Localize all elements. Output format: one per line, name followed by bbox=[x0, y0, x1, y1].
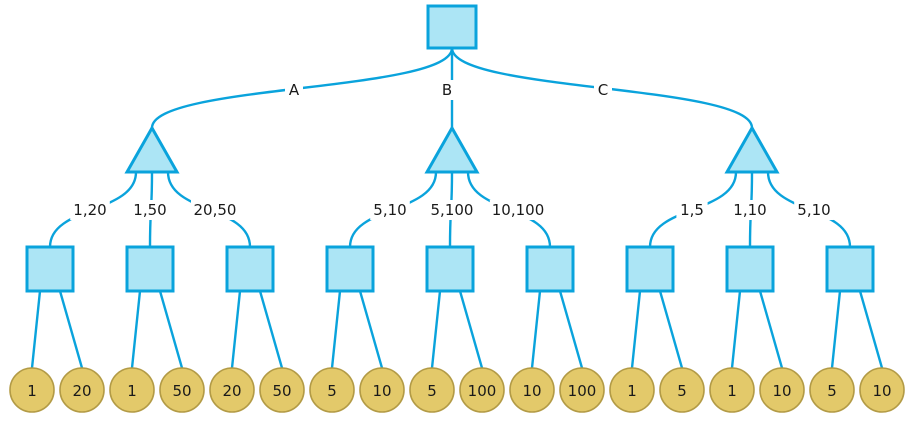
leaf-label-0-0-1: 20 bbox=[72, 382, 91, 400]
leaf-label-0-2-0: 20 bbox=[222, 382, 241, 400]
inner-edge-label-bg-1-2 bbox=[489, 200, 547, 220]
edge-box-to-leaf-2-2-1 bbox=[858, 289, 884, 370]
edge-box-to-leaf-2-1-0 bbox=[730, 289, 742, 370]
leaf-node-2-0-1[interactable] bbox=[659, 367, 705, 413]
edge-box-to-leaf-1-0-0 bbox=[330, 289, 342, 370]
leaf-label-1-0-1: 10 bbox=[372, 382, 391, 400]
edge-box-to-leaf-2-1-1 bbox=[758, 289, 784, 370]
edge-box-to-leaf-2-0-0 bbox=[630, 289, 642, 370]
inner-node-2-2[interactable] bbox=[825, 245, 875, 293]
leaf-label-0-0-0: 1 bbox=[27, 382, 37, 400]
leaf-node-0-1-1[interactable] bbox=[159, 367, 205, 413]
edge-box-to-leaf-1-1-1 bbox=[458, 289, 484, 370]
leaf-label-1-1-1: 100 bbox=[468, 382, 497, 400]
inner-node-1-1[interactable] bbox=[425, 245, 475, 293]
leaf-node-1-2-1[interactable] bbox=[559, 367, 605, 413]
inner-edge-label-1-2: 10,100 bbox=[492, 201, 545, 219]
edge-box-to-leaf-0-0-1 bbox=[58, 289, 84, 370]
inner-node-0-2[interactable] bbox=[225, 245, 275, 293]
edge-box-to-leaf-2-2-0 bbox=[830, 289, 842, 370]
edge-box-to-leaf-1-2-0 bbox=[530, 289, 542, 370]
leaf-label-0-2-1: 50 bbox=[272, 382, 291, 400]
inner-edge-label-0-2: 20,50 bbox=[194, 201, 237, 219]
root-node[interactable] bbox=[426, 4, 478, 50]
edge-box-to-leaf-1-1-0 bbox=[430, 289, 442, 370]
inner-edge-label-0-1: 1,50 bbox=[133, 201, 166, 219]
edge-box-to-leaf-1-2-1 bbox=[558, 289, 584, 370]
inner-node-0-1[interactable] bbox=[125, 245, 175, 293]
leaf-label-0-1-0: 1 bbox=[127, 382, 137, 400]
inner-edge-label-bg-2-1 bbox=[730, 200, 770, 220]
leaf-node-2-2-0[interactable] bbox=[809, 367, 855, 413]
branch-label-bg-A bbox=[285, 80, 303, 100]
branch-edge-label-B: B bbox=[442, 81, 452, 99]
branch-label-bg-B bbox=[438, 80, 456, 100]
inner-node-0-0[interactable] bbox=[25, 245, 75, 293]
inner-edge-label-2-1: 1,10 bbox=[733, 201, 766, 219]
leaf-node-1-1-1[interactable] bbox=[459, 367, 505, 413]
edge-box-to-leaf-0-2-0 bbox=[230, 289, 242, 370]
branch-node-B[interactable] bbox=[424, 124, 480, 174]
leaf-label-1-2-0: 10 bbox=[522, 382, 541, 400]
leaf-label-2-1-0: 1 bbox=[727, 382, 737, 400]
leaf-node-0-0-0[interactable] bbox=[9, 367, 55, 413]
leaf-node-2-2-1[interactable] bbox=[859, 367, 905, 413]
inner-edge-label-2-2: 5,10 bbox=[797, 201, 830, 219]
leaf-label-2-2-1: 10 bbox=[872, 382, 891, 400]
inner-edge-label-bg-2-0 bbox=[676, 200, 708, 220]
node-layer bbox=[9, 4, 905, 413]
leaf-label-0-1-1: 50 bbox=[172, 382, 191, 400]
branch-edge-label-C: C bbox=[598, 81, 608, 99]
edge-box-to-leaf-0-1-1 bbox=[158, 289, 184, 370]
inner-node-2-0[interactable] bbox=[625, 245, 675, 293]
leaf-node-1-0-0[interactable] bbox=[309, 367, 355, 413]
branch-node-A[interactable] bbox=[124, 124, 180, 174]
leaf-label-1-0-0: 5 bbox=[327, 382, 337, 400]
inner-node-1-2[interactable] bbox=[525, 245, 575, 293]
leaf-node-2-1-1[interactable] bbox=[759, 367, 805, 413]
leaf-node-1-2-0[interactable] bbox=[509, 367, 555, 413]
inner-node-2-1[interactable] bbox=[725, 245, 775, 293]
inner-node-1-0[interactable] bbox=[325, 245, 375, 293]
branch-edge-label-A: A bbox=[289, 81, 300, 99]
inner-edge-label-bg-1-0 bbox=[370, 200, 410, 220]
edge-box-to-leaf-0-2-1 bbox=[258, 289, 284, 370]
leaf-node-1-0-1[interactable] bbox=[359, 367, 405, 413]
leaf-node-0-2-1[interactable] bbox=[259, 367, 305, 413]
inner-edge-label-1-0: 5,10 bbox=[373, 201, 406, 219]
branch-label-bg-C bbox=[594, 80, 612, 100]
edge-box-to-leaf-2-0-1 bbox=[658, 289, 684, 370]
inner-edge-label-0-0: 1,20 bbox=[73, 201, 106, 219]
edge-box-to-leaf-1-0-1 bbox=[358, 289, 384, 370]
branch-node-C[interactable] bbox=[724, 124, 780, 174]
leaf-node-2-0-0[interactable] bbox=[609, 367, 655, 413]
label-layer: A 1,20 1 20 1,50 1 50 20,50 20 50 B 5,10 5 10 5,100 5 10… bbox=[27, 80, 892, 400]
leaf-node-1-1-0[interactable] bbox=[409, 367, 455, 413]
inner-edge-label-2-0: 1,5 bbox=[680, 201, 704, 219]
inner-edge-label-bg-2-2 bbox=[794, 200, 834, 220]
leaf-label-2-0-1: 5 bbox=[677, 382, 687, 400]
leaf-node-0-0-1[interactable] bbox=[59, 367, 105, 413]
leaf-node-0-2-0[interactable] bbox=[209, 367, 255, 413]
leaf-label-2-1-1: 10 bbox=[772, 382, 791, 400]
leaf-label-2-0-0: 1 bbox=[627, 382, 637, 400]
inner-edge-label-bg-0-1 bbox=[130, 200, 170, 220]
inner-edge-label-1-1: 5,100 bbox=[431, 201, 474, 219]
edge-box-to-leaf-0-1-0 bbox=[130, 289, 142, 370]
inner-edge-label-bg-0-2 bbox=[191, 200, 239, 220]
leaf-label-1-1-0: 5 bbox=[427, 382, 437, 400]
leaf-node-2-1-0[interactable] bbox=[709, 367, 755, 413]
leaf-label-1-2-1: 100 bbox=[568, 382, 597, 400]
edge-box-to-leaf-0-0-0 bbox=[30, 289, 42, 370]
inner-edge-label-bg-0-0 bbox=[70, 200, 110, 220]
leaf-node-0-1-0[interactable] bbox=[109, 367, 155, 413]
leaf-label-2-2-0: 5 bbox=[827, 382, 837, 400]
inner-edge-label-bg-1-1 bbox=[428, 200, 476, 220]
